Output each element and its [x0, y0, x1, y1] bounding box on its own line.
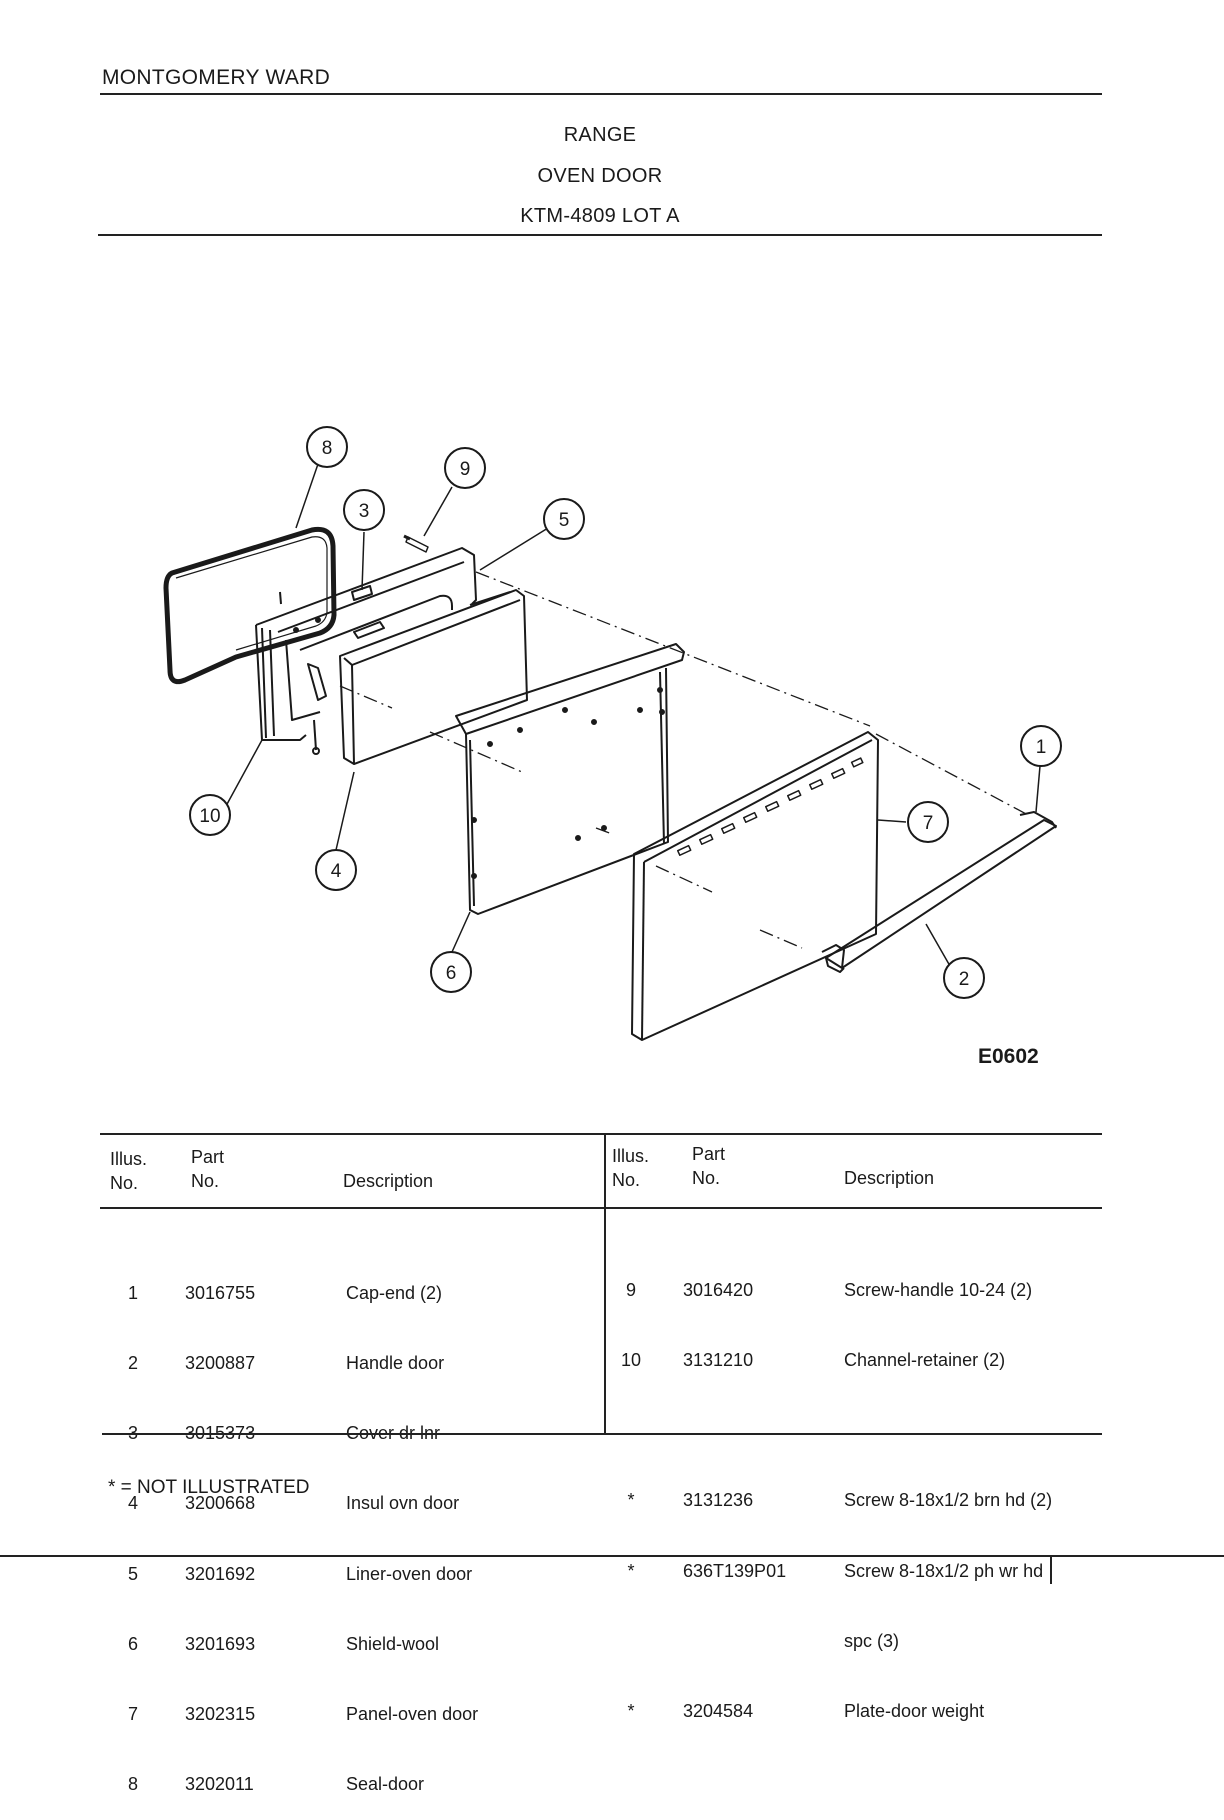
table-cell: 3204584	[683, 1701, 754, 1722]
table-cell: *	[627, 1560, 635, 1581]
svg-text:9: 9	[460, 459, 471, 480]
table-cell: 2	[127, 1353, 138, 1374]
left-description-column: Cap-end (2) Handle door Cover dr lnr Ins…	[346, 1235, 478, 1820]
table-cell: Liner-oven door	[346, 1563, 473, 1584]
table-cell: 3200668	[185, 1493, 256, 1514]
table-cell	[683, 1419, 786, 1442]
header-illus-right: Illus.No.	[612, 1146, 650, 1190]
table-cell: 8	[127, 1774, 138, 1795]
table-cell: 3202011	[185, 1774, 254, 1795]
callout-7: 7	[907, 801, 949, 843]
callout-5: 5	[543, 498, 585, 540]
header-description-left: Description	[343, 1171, 434, 1191]
header-rule-bottom	[98, 234, 1102, 236]
table-cell: *	[627, 1490, 635, 1511]
callout-1: 1	[1020, 725, 1062, 767]
table-cell: 3016755	[185, 1282, 256, 1303]
table-cell: *	[627, 1701, 635, 1722]
brand-name: MONTGOMERY WARD	[102, 66, 331, 89]
header-rule-top	[100, 93, 1102, 95]
table-divider	[604, 1134, 606, 1434]
callout-8: 8	[306, 426, 348, 468]
left-illus-column: 1 2 3 4 5 6 7 8	[118, 1235, 148, 1820]
table-cell: 636T139P01	[683, 1560, 787, 1581]
table-cell	[683, 1630, 786, 1653]
svg-text:7: 7	[923, 813, 934, 834]
callout-6: 6	[430, 951, 472, 993]
footnote: * = NOT ILLUSTRATED	[108, 1477, 310, 1498]
table-cell	[614, 1630, 648, 1653]
model-number: KTM-4809 LOT A	[520, 205, 680, 227]
screw-handle-part	[403, 534, 429, 553]
handle-door-part	[821, 811, 1057, 973]
left-part-column: 3016755 3200887 3015373 3200668 3201692 …	[185, 1235, 255, 1820]
table-cell: Screw-handle 10-24 (2)	[844, 1279, 1033, 1300]
door-frame-part	[255, 547, 477, 755]
table-cell: 4	[127, 1493, 138, 1514]
table-cell	[844, 1419, 1052, 1442]
callout-9: 9	[444, 447, 486, 489]
table-cell: 3200887	[185, 1353, 256, 1374]
table-cell: 7	[127, 1704, 138, 1725]
svg-text:1: 1	[1036, 737, 1047, 758]
svg-text:8: 8	[322, 438, 333, 459]
diagram-code: E0602	[978, 1045, 1039, 1068]
svg-text:3: 3	[359, 501, 370, 522]
right-part-column: 3016420 3131210 3131236 636T139P01 32045…	[683, 1232, 786, 1747]
table-cell: 3016420	[683, 1279, 754, 1300]
callout-3: 3	[343, 489, 385, 531]
table-rule-bottom	[102, 1433, 1102, 1435]
header-description-right: Description	[844, 1168, 935, 1188]
right-description-column: Screw-handle 10-24 (2) Channel-retainer …	[844, 1232, 1052, 1747]
svg-text:4: 4	[331, 861, 342, 882]
shield-wool-part	[455, 643, 685, 915]
svg-text:6: 6	[446, 963, 457, 984]
table-cell: 3131210	[683, 1350, 754, 1371]
table-rule-top	[100, 1133, 1102, 1135]
callout-2: 2	[943, 957, 985, 999]
table-cell: Seal-door	[346, 1774, 425, 1795]
header-illus-left: Illus.No.	[110, 1149, 148, 1193]
right-illus-column: 9 10 * * *	[614, 1232, 648, 1747]
table-cell: 1	[127, 1282, 138, 1303]
table-cell: Panel-oven door	[346, 1704, 479, 1725]
table-cell: 5	[127, 1563, 138, 1584]
table-header-rule	[100, 1207, 1102, 1209]
insulation-door-part	[339, 589, 528, 765]
svg-text:5: 5	[559, 510, 570, 531]
page-title: RANGE	[563, 124, 637, 146]
table-cell: Handle door	[346, 1353, 445, 1374]
oven-door-exploded-diagram: 8 3 9 5 1 7 10 4 6 2	[163, 426, 1062, 1041]
page-subtitle: OVEN DOOR	[537, 165, 663, 187]
table-cell: Shield-wool	[346, 1633, 440, 1654]
table-cell: Plate-door weight	[844, 1701, 985, 1722]
table-cell: 3131236	[683, 1490, 754, 1511]
page-corner-mark	[1050, 1556, 1052, 1584]
table-cell: 10	[620, 1350, 642, 1371]
table-cell: spc (3)	[844, 1630, 900, 1651]
table-cell: Channel-retainer (2)	[844, 1350, 1006, 1371]
callout-4: 4	[315, 849, 357, 891]
svg-text:10: 10	[199, 806, 220, 827]
table-cell	[614, 1419, 648, 1442]
table-cell: 3202315	[185, 1704, 256, 1725]
table-cell: 9	[625, 1279, 636, 1300]
panel-oven-door-part	[631, 731, 879, 1041]
table-cell: Screw 8-18x1/2 brn hd (2)	[844, 1490, 1053, 1511]
callout-10: 10	[189, 794, 231, 836]
page-bottom-rule	[0, 1555, 1224, 1557]
table-cell: Cap-end (2)	[346, 1282, 443, 1303]
table-cell: 6	[127, 1633, 138, 1654]
table-cell: Screw 8-18x1/2 ph wr hd	[844, 1560, 1044, 1581]
table-cell: 3201693	[185, 1633, 256, 1654]
svg-text:2: 2	[959, 969, 970, 990]
table-cell: Insul ovn door	[346, 1493, 460, 1514]
seal-door-part	[163, 526, 337, 685]
table-cell: 3201692	[185, 1563, 256, 1584]
